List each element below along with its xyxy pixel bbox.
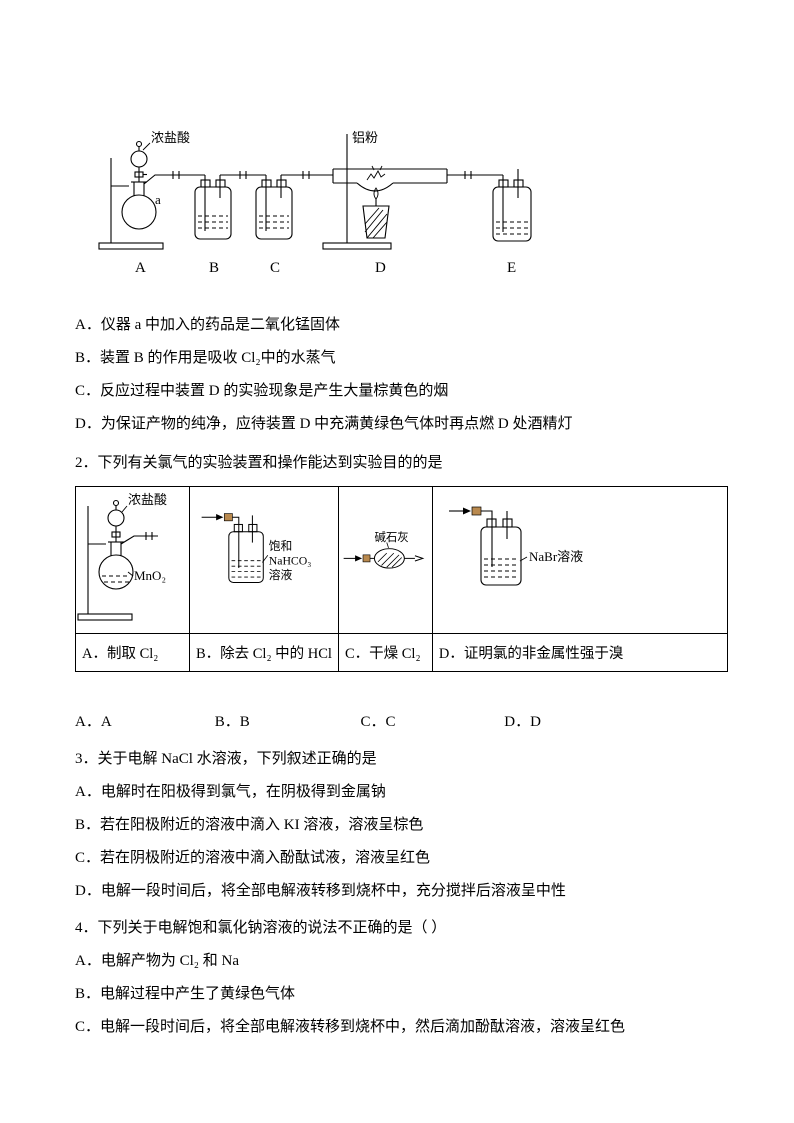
question-stem: 2．下列有关氯气的实验装置和操作能达到实验目的的是 <box>75 455 443 471</box>
caption-cell: C．干燥 Cl₂ <box>337 633 433 672</box>
gas-washing-bottle <box>480 510 522 586</box>
diagram-cell-dry: 碱石灰 <box>337 486 433 634</box>
device-letter-b: B <box>209 260 219 276</box>
label-solution: 溶液 <box>269 567 293 581</box>
label-nahco3: NaHCO₃ <box>269 554 312 567</box>
flow-arrow <box>462 507 471 514</box>
label-concentrated-hcl: 浓盐酸 <box>151 130 190 145</box>
option-line: A．电解产物为 Cl₂ 和 Na <box>75 953 239 969</box>
dry-cl2-diagram: 碱石灰 <box>344 530 425 569</box>
remove-hcl-diagram: 饱和 NaHCO₃ 溶液 <box>201 512 312 583</box>
caption-cell: A．制取 Cl₂ <box>75 633 190 672</box>
rubber-connector <box>471 506 482 515</box>
option-line: B．若在阳极附近的溶液中滴入 KI 溶液，溶液呈棕色 <box>75 817 424 833</box>
answer-option: B．B <box>214 714 250 730</box>
question-4: 4．下列关于电解饱和氯化钠溶液的说法不正确的是（ ） A．电解产物为 Cl₂ 和… <box>75 912 728 1044</box>
answer-option: C．C <box>360 714 396 730</box>
caption-cell: D．证明氯的非金属性强于溴 <box>431 633 729 672</box>
table-row-captions: A．制取 Cl₂ B．除去 Cl₂ 中的 HCl C．干燥 Cl₂ D．证明氯的… <box>75 633 729 672</box>
label-mno2: MnO₂ <box>134 568 166 583</box>
answer-option: A．A <box>75 714 112 730</box>
device-letter-c: C <box>270 260 280 276</box>
question-stem: 4．下列关于电解饱和氯化钠溶液的说法不正确的是（ ） <box>75 920 447 936</box>
answer-option: D．D <box>504 714 541 730</box>
drying-tube <box>374 548 425 569</box>
collecting-bottle-e <box>492 169 532 242</box>
table-row-diagrams: 浓盐酸 MnO₂ <box>75 486 729 634</box>
label-soda-lime: 碱石灰 <box>375 530 409 544</box>
gas-washing-bottle <box>228 514 264 583</box>
option-line: B．电解过程中产生了黄绿色气体 <box>75 986 296 1002</box>
option-line: C．电解一段时间后，将全部电解液转移到烧杯中，然后滴加酚酞溶液，溶液呈红色 <box>75 1019 626 1035</box>
diagram-cell-generate: 浓盐酸 MnO₂ <box>75 486 190 634</box>
iron-stand-d <box>322 134 392 250</box>
option-line: B．装置 B 的作用是吸收 Cl₂中的水蒸气 <box>75 350 336 366</box>
question-1-options: A．仪器 a 中加入的药品是二氧化锰固体 B．装置 B 的作用是吸收 Cl₂中的… <box>75 309 728 441</box>
option-line: A．仪器 a 中加入的药品是二氧化锰固体 <box>75 317 340 333</box>
gas-washing-bottle-b <box>194 175 232 240</box>
apparatus-diagram: 浓盐酸 a <box>98 130 532 276</box>
option-line: A．电解时在阳极得到氯气，在阴极得到金属钠 <box>75 784 386 800</box>
hard-glass-tube <box>332 165 448 192</box>
flow-arrow <box>355 555 363 562</box>
label-concentrated-hcl: 浓盐酸 <box>128 492 167 507</box>
question-3: 3．关于电解 NaCl 水溶液，下列叙述正确的是 A．电解时在阳极得到氯气，在阴… <box>75 743 728 908</box>
round-flask <box>98 540 135 590</box>
device-letter-e: E <box>507 260 516 276</box>
round-flask <box>121 181 157 230</box>
question-stem: 3．关于电解 NaCl 水溶液，下列叙述正确的是 <box>75 751 377 767</box>
alcohol-lamp <box>362 187 390 239</box>
rubber-connector <box>363 554 371 563</box>
nabr-diagram: NaBr溶液 <box>448 506 583 586</box>
rubber-connector <box>223 512 233 521</box>
separating-funnel <box>107 499 126 542</box>
separating-funnel <box>130 140 148 182</box>
gas-washing-bottle-c <box>255 175 293 240</box>
option-line: C．若在阴极附近的溶液中滴入酚酞试液，溶液呈红色 <box>75 850 431 866</box>
generate-cl2-diagram: 浓盐酸 MnO₂ <box>77 492 168 621</box>
label-saturated: 饱和 <box>269 538 293 552</box>
device-letter-a: A <box>135 260 146 276</box>
question-2-answers: A．A B．B C．C D．D <box>75 706 728 739</box>
label-aluminum-powder: 铝粉 <box>352 130 378 145</box>
question-2: 2．下列有关氯气的实验装置和操作能达到实验目的的是 <box>75 447 729 739</box>
iron-stand-a <box>98 158 164 250</box>
apparatus-figure: 浓盐酸 a <box>95 128 728 285</box>
option-line: D．电解一段时间后，将全部电解液转移到烧杯中，充分搅拌后溶液呈中性 <box>75 883 566 899</box>
caption-cell: B．除去 Cl₂ 中的 HCl <box>188 633 339 672</box>
iron-stand <box>77 505 134 621</box>
flow-arrow <box>216 513 224 520</box>
experiment-table: 浓盐酸 MnO₂ <box>75 486 729 672</box>
option-line: D．为保证产物的纯净，应待装置 D 中充满黄绿色气体时再点燃 D 处酒精灯 <box>75 416 573 432</box>
option-line: C．反应过程中装置 D 的实验现象是产生大量棕黄色的烟 <box>75 383 449 399</box>
label-nabr-solution: NaBr溶液 <box>529 549 583 564</box>
label-a-mark: a <box>155 192 161 207</box>
diagram-cell-nabr: NaBr溶液 <box>431 486 729 634</box>
device-letter-d: D <box>375 260 386 276</box>
diagram-cell-remove-hcl: 饱和 NaHCO₃ 溶液 <box>188 486 339 634</box>
